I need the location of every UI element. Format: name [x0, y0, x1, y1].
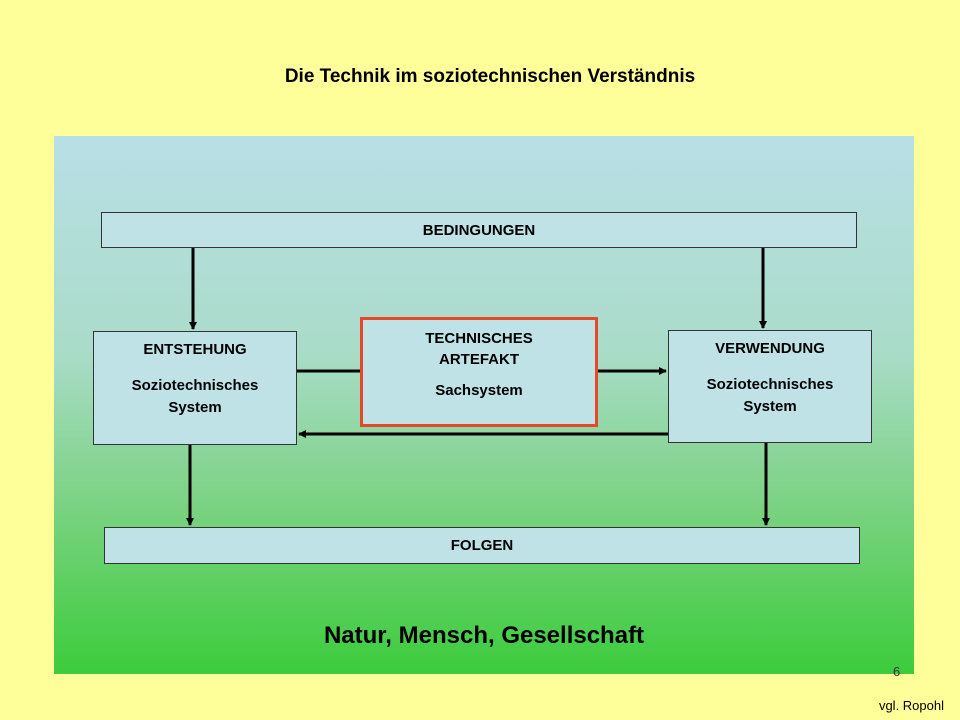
entstehung-line2: System	[168, 399, 222, 416]
technisches-artefakt-box: TECHNISCHES ARTEFAKT Sachsystem	[360, 317, 598, 427]
verwendung-heading: VERWENDUNG	[715, 340, 825, 357]
bedingungen-label: BEDINGUNGEN	[422, 221, 536, 239]
artefakt-sub: Sachsystem	[435, 382, 523, 399]
verwendung-line2: System	[743, 398, 797, 415]
bedingungen-box: BEDINGUNGEN	[101, 212, 857, 248]
artefakt-line2: ARTEFAKT	[439, 351, 519, 368]
folgen-box: FOLGEN	[104, 527, 860, 564]
entstehung-heading: ENTSTEHUNG	[143, 341, 247, 358]
page-title: Die Technik im soziotechnischen Verständ…	[284, 66, 696, 87]
entstehung-line1: Soziotechnisches	[131, 377, 259, 394]
artefakt-line1: TECHNISCHES	[425, 330, 533, 347]
page-number: 6	[893, 664, 901, 679]
verwendung-box: VERWENDUNG Soziotechnisches System	[668, 330, 872, 443]
verwendung-line1: Soziotechnisches	[706, 376, 834, 393]
footer-label: Natur, Mensch, Gesellschaft	[323, 622, 645, 649]
folgen-label: FOLGEN	[450, 537, 514, 554]
entstehung-box: ENTSTEHUNG Soziotechnisches System	[93, 331, 297, 445]
source-credit: vgl. Ropohl	[878, 698, 944, 713]
